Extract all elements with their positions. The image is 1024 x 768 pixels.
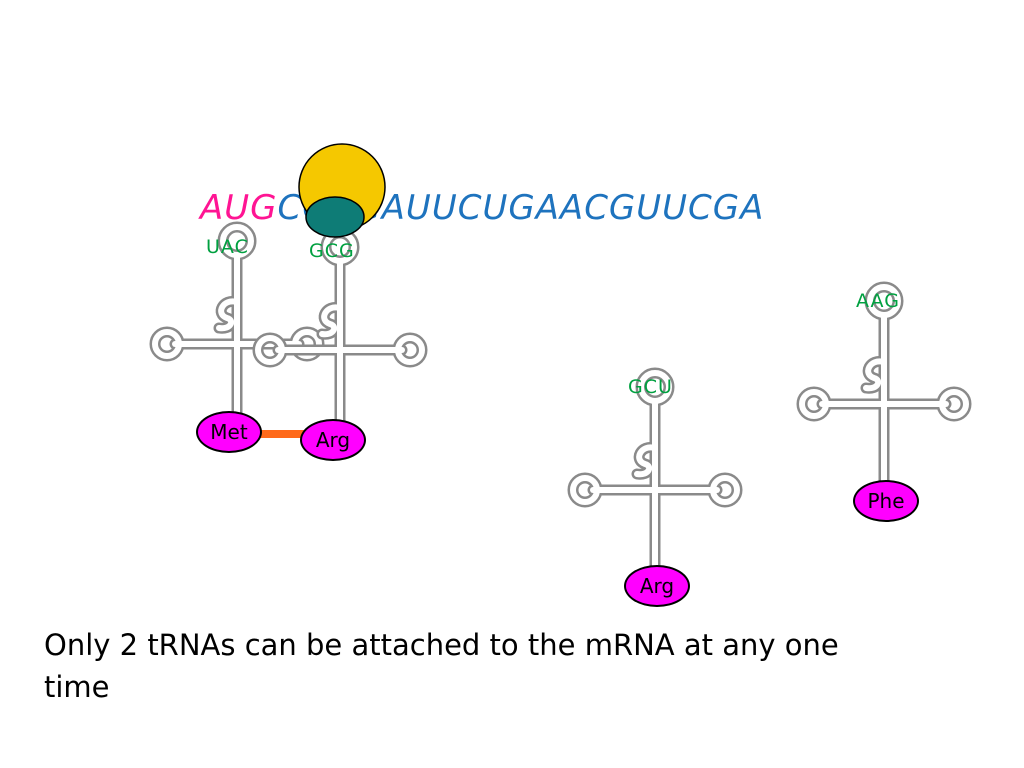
amino-acid-badge: Arg — [300, 419, 366, 461]
anticodon-label: GCG — [309, 240, 355, 262]
start-codon: AUG — [200, 188, 278, 228]
anticodon-label: UAC — [206, 236, 249, 258]
amino-acid-badge: Phe — [853, 480, 919, 522]
mrna-sequence: AUGCGCGAUUCUGAACGUUCGA — [200, 186, 764, 230]
anticodon-label: AAG — [856, 290, 900, 312]
caption-text: Only 2 tRNAs can be attached to the mRNA… — [44, 628, 839, 704]
mrna-remaining-sequence: CGCGAUUCUGAACGUUCGA — [277, 188, 765, 228]
amino-acid-badge: Met — [196, 411, 262, 453]
amino-acid-badge: Arg — [624, 565, 690, 607]
anticodon-label: GCU — [628, 376, 673, 398]
